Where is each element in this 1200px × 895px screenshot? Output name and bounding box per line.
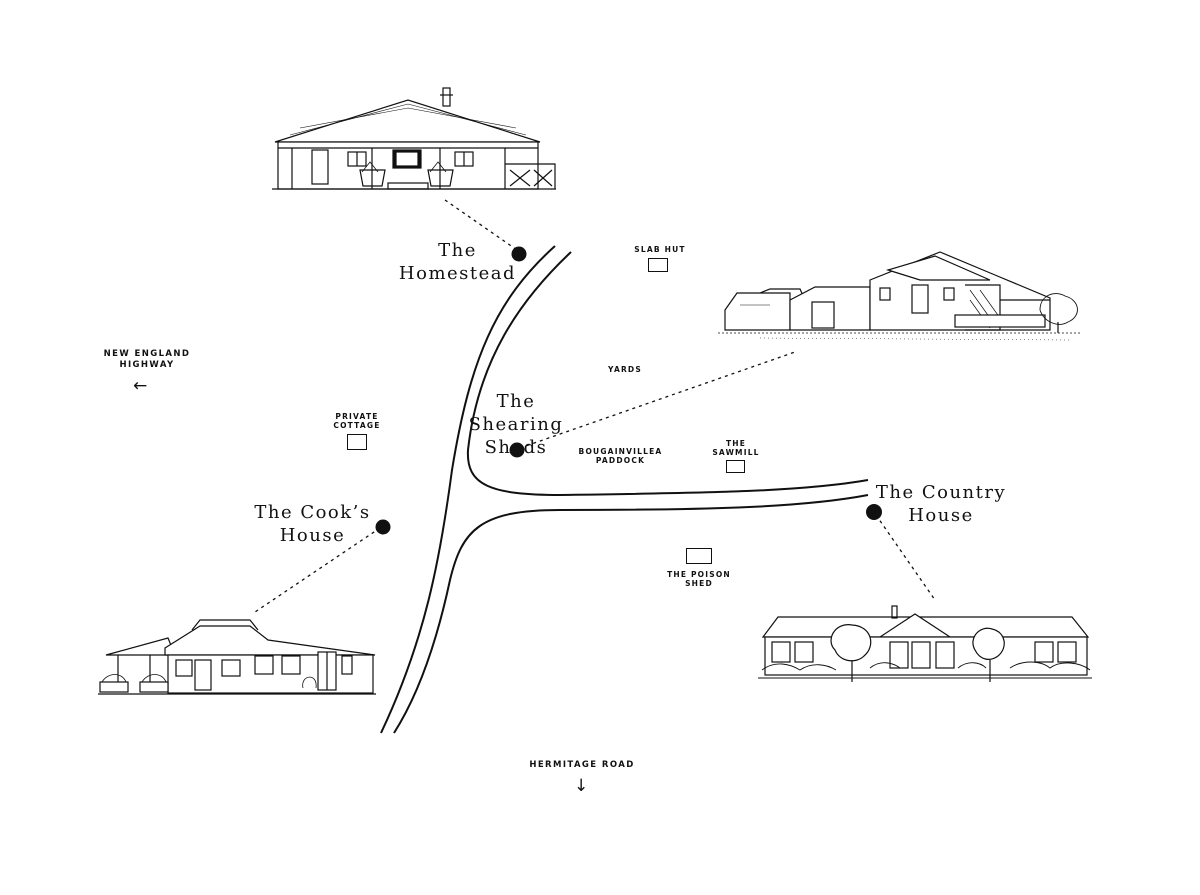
homestead-dot: [511, 246, 527, 262]
private-cottage-marker: [347, 434, 367, 450]
country-house-label-line1: The Country: [875, 482, 1007, 503]
sawmill-marker: [726, 460, 745, 473]
shearing-sheds-label-line2: Sheds: [484, 437, 548, 458]
sawmill-label-line1: THE: [725, 439, 747, 448]
slab-hut-label: SLAB HUT: [634, 245, 686, 254]
road-east-edge: [466, 251, 869, 497]
road-west-edge: [380, 245, 556, 734]
private-cottage-label: PRIVATE COTTAGE: [322, 412, 392, 430]
sawmill-label-line2: SAWMILL: [712, 448, 760, 457]
new-england-highway-label: NEW ENGLAND HIGHWAY: [92, 349, 202, 371]
homestead-label-line2: Homestead: [398, 263, 517, 284]
poison-shed-marker: [686, 548, 712, 564]
cooks-house-label-line1: The Cook’s: [254, 502, 371, 523]
poison-shed-label: THE POISON SHED: [660, 570, 738, 588]
bougainvillea-paddock-label-line1: BOUGAINVILLEA: [578, 447, 663, 456]
hermitage-road-label: HERMITAGE ROAD: [529, 760, 635, 770]
cooks-house-dot: [375, 519, 391, 535]
homestead-label-line1: The: [438, 240, 477, 261]
country-house-illustration: [758, 605, 1092, 682]
arrow-down-icon: ↓: [574, 776, 589, 796]
location-dots: [375, 246, 882, 535]
roads: [380, 245, 869, 734]
private-cottage-label-line1: PRIVATE: [335, 412, 379, 421]
road-south-edge: [393, 494, 869, 734]
homestead-label: The Homestead: [395, 239, 520, 285]
poison-shed-label-line2: SHED: [685, 579, 713, 588]
bougainvillea-paddock-label: BOUGAINVILLEA PADDOCK: [568, 447, 673, 465]
shearing-sheds-label-line1: The Shearing: [468, 391, 564, 435]
homestead-illustration: [272, 87, 556, 190]
country-house-dot: [866, 504, 882, 520]
new-england-highway-label-line2: HIGHWAY: [119, 360, 175, 370]
cooks-house-label: The Cook’s House: [250, 501, 375, 547]
arrow-left-icon: ←: [133, 376, 148, 396]
cooks-house-illustration: [98, 619, 376, 695]
new-england-highway-label-line1: NEW ENGLAND: [103, 349, 191, 359]
shearing-sheds-label: The Shearing Sheds: [446, 390, 586, 459]
bougainvillea-paddock-label-line2: PADDOCK: [595, 456, 646, 465]
country-house-label: The Country House: [872, 481, 1010, 527]
leader-lines: [254, 199, 936, 613]
country-house-label-line2: House: [908, 505, 974, 526]
shearing-sheds-dot: [509, 442, 525, 458]
slab-hut-marker: [648, 258, 668, 272]
cooks-house-label-line2: House: [279, 525, 346, 546]
private-cottage-label-line2: COTTAGE: [333, 421, 381, 430]
yards-label: YARDS: [608, 365, 642, 374]
shearing-sheds-illustration: [718, 251, 1080, 341]
sawmill-label: THE SAWMILL: [705, 439, 767, 457]
poison-shed-label-line1: THE POISON: [667, 570, 731, 579]
